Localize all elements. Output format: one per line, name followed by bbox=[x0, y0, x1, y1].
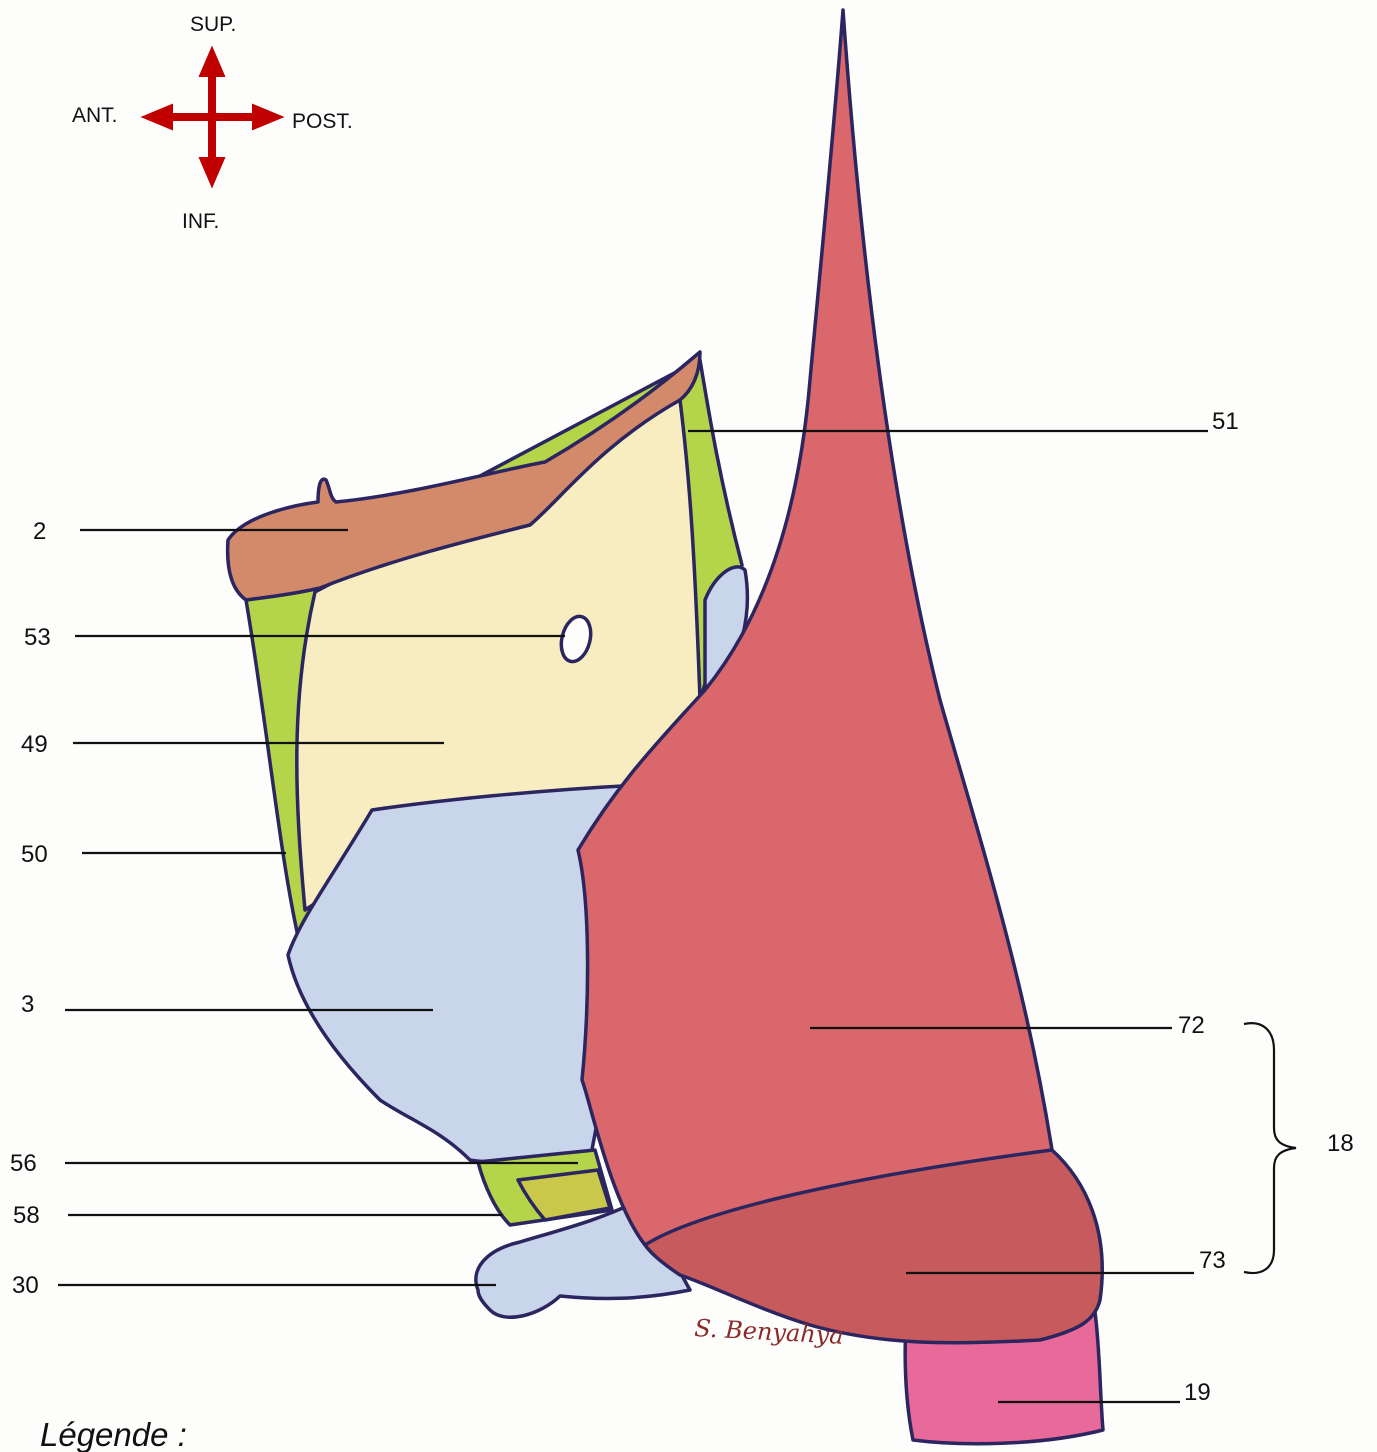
orientation-compass: SUP. ANT. POST. INF. bbox=[72, 13, 353, 233]
label-inf: INF. bbox=[182, 210, 219, 233]
compass-arrows-icon bbox=[143, 48, 282, 186]
label-3: 3 bbox=[21, 991, 34, 1018]
label-ant: ANT. bbox=[72, 104, 118, 127]
label-56: 56 bbox=[10, 1150, 37, 1177]
label-73: 73 bbox=[1199, 1247, 1226, 1274]
label-49: 49 bbox=[21, 731, 48, 758]
label-53: 53 bbox=[24, 624, 51, 651]
label-30: 30 bbox=[12, 1272, 39, 1299]
label-post: POST. bbox=[292, 110, 353, 133]
label-51: 51 bbox=[1212, 408, 1239, 435]
label-18: 18 bbox=[1327, 1130, 1354, 1157]
label-58: 58 bbox=[13, 1202, 40, 1229]
bracket-18 bbox=[1244, 1023, 1296, 1273]
legend-title: Légende : bbox=[40, 1416, 187, 1452]
label-2: 2 bbox=[33, 518, 46, 545]
label-19: 19 bbox=[1184, 1379, 1211, 1406]
label-72: 72 bbox=[1178, 1012, 1205, 1039]
label-50: 50 bbox=[21, 841, 48, 868]
label-sup: SUP. bbox=[190, 13, 236, 36]
